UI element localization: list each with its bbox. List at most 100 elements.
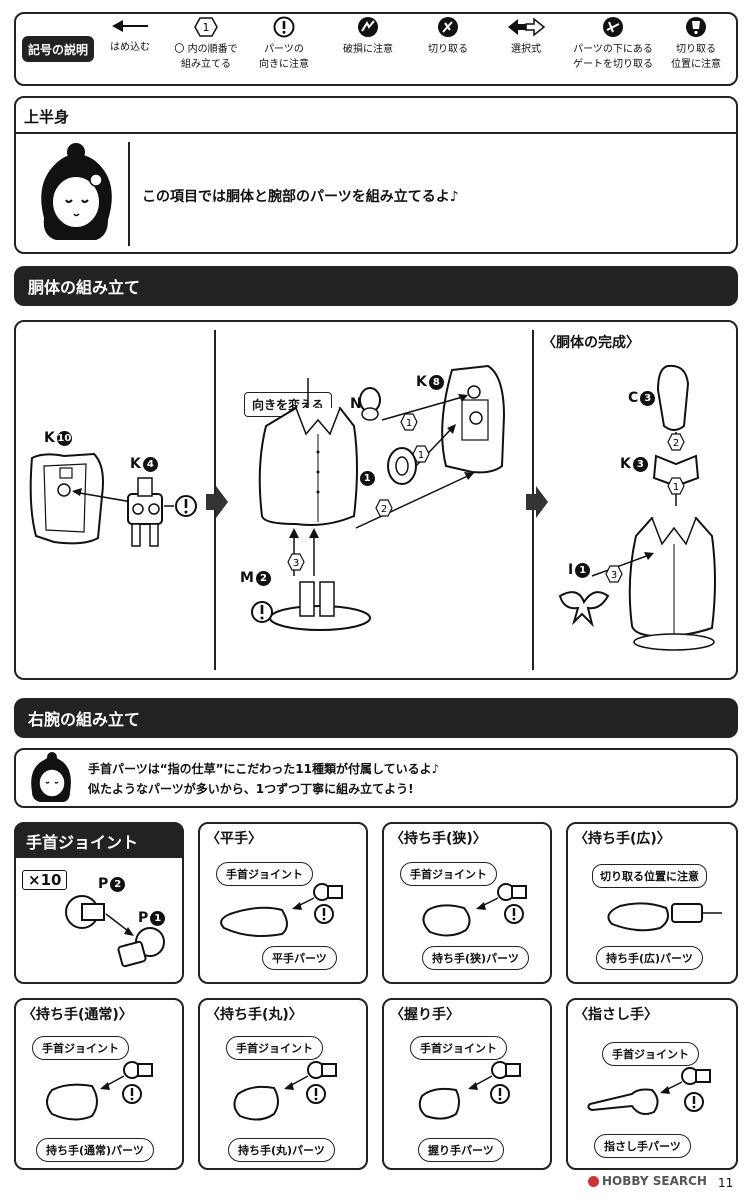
hex-number: 1 [203, 21, 210, 34]
grip-narrow-hand-drawing [422, 883, 527, 937]
hand-title: 〈持ち手(広)〉 [574, 831, 671, 847]
legend-item-order: 1 〇 内の順番で 組み立てる [166, 16, 246, 72]
part-label: 持ち手(広)パーツ [596, 946, 703, 970]
wrist-joint-title: 手首ジョイント [14, 822, 184, 858]
break-warning-icon [358, 17, 378, 37]
section-title: 上半身 [24, 108, 70, 126]
hand-card-pointing [566, 998, 738, 1170]
hand-card-fist [382, 998, 552, 1170]
gate-cut-icon [603, 17, 623, 37]
torso-back-part-drawing [29, 452, 197, 547]
hexagon-number-icon: 1 [194, 17, 218, 37]
hand-title: 〈平手〉 [206, 831, 262, 847]
hand-title: 〈指さし手〉 [574, 1007, 658, 1023]
step-number: 2 [673, 438, 679, 449]
legend-item-break: 破損に注意 [328, 16, 408, 57]
joint-label: 手首ジョイント [32, 1036, 129, 1060]
legend-label: 〇 内の順番で [174, 44, 238, 55]
completed-title: 〈胴体の完成〉 [542, 335, 640, 351]
fist-hand-drawing [418, 1061, 521, 1120]
torso-section-bar: 胴体の組み立て [14, 266, 738, 306]
joint-label: 手首ジョイント [410, 1036, 507, 1060]
joint-label: 手首ジョイント [216, 862, 313, 886]
grip-normal-hand-drawing [46, 1061, 153, 1121]
wrist-joint-drawing [65, 895, 165, 968]
step-number: 1 [418, 450, 424, 461]
joint-label: 手首ジョイント [400, 862, 497, 886]
legend-item-cut: 切り取る [408, 16, 488, 57]
divider [128, 142, 130, 246]
character-avatar [31, 752, 71, 802]
legend-label: 切り取る [428, 44, 468, 55]
grip-round-hand-drawing [233, 1061, 337, 1121]
part-label: 指さし手パーツ [594, 1134, 691, 1158]
double-arrow-icon [508, 17, 546, 37]
joint-label: 手首ジョイント [602, 1042, 699, 1066]
upper-body-panel [14, 96, 738, 254]
right-arm-section-bar: 右腕の組み立て [14, 698, 738, 738]
legend-label: はめ込む [110, 42, 150, 53]
legend-label: 組み立てる [181, 59, 231, 70]
arrow-right-icon [206, 486, 228, 518]
hand-card-grip-normal [14, 998, 184, 1170]
legend-label: 選択式 [511, 44, 541, 55]
legend-item-select: 選択式 [486, 16, 566, 57]
exclamation-circle-icon [273, 16, 295, 38]
step-number: 3 [293, 558, 299, 569]
step-number: 2 [381, 504, 387, 515]
hand-title: 〈持ち手(通常)〉 [22, 1007, 133, 1023]
flat-hand-drawing [220, 883, 343, 937]
pointing-hand-drawing [587, 1067, 711, 1115]
note-line: 似たようなパーツが多いから、1つずつ丁寧に組み立てよう! [88, 782, 414, 796]
arrow-right-icon [526, 486, 548, 518]
legend-label: 向きに注意 [259, 59, 309, 70]
hand-card-grip-round [198, 998, 368, 1170]
part-label: 持ち手(通常)パーツ [36, 1138, 154, 1162]
quantity-badge: ×10 [22, 870, 68, 890]
torso-assembly-drawing: 3 1 1 2 [251, 364, 506, 631]
grip-wide-hand-drawing [607, 902, 722, 932]
legend-label: 破損に注意 [343, 44, 393, 55]
page-number: 11 [718, 1176, 734, 1190]
symbol-legend [14, 12, 738, 86]
legend-label: ゲートを切り取る [573, 59, 653, 70]
legend-item-direction: パーツの 向きに注意 [244, 16, 324, 72]
torso-panel [14, 320, 738, 680]
part-label: 持ち手(狭)パーツ [422, 946, 529, 970]
joint-label: 手首ジョイント [226, 1036, 323, 1060]
legend-label: パーツの [264, 44, 304, 55]
cut-position-callout: 切り取る位置に注意 [592, 864, 707, 888]
legend-label: 位置に注意 [671, 59, 721, 70]
step-number: 1 [673, 482, 679, 493]
step-number: 3 [611, 570, 617, 581]
part-label: 平手パーツ [262, 946, 337, 970]
character-avatar [41, 143, 112, 240]
legend-item-cut-position: 切り取る 位置に注意 [656, 16, 736, 72]
legend-label: パーツの下にある [573, 44, 653, 55]
hand-card-grip-wide [566, 822, 738, 984]
part-label: 持ち手(丸)パーツ [228, 1138, 335, 1162]
hand-card-grip-narrow [382, 822, 552, 984]
legend-item-gate: パーツの下にある ゲートを切り取る [568, 16, 658, 72]
hand-title: 〈持ち手(狭)〉 [390, 831, 487, 847]
section-title: 右腕の組み立て [28, 710, 141, 729]
cut-position-icon [686, 17, 706, 37]
hand-card-flat [198, 822, 368, 984]
intro-text: この項目では胴体と腕部のパーツを組み立てるよ♪ [142, 189, 459, 205]
hand-title: 〈持ち手(丸)〉 [206, 1007, 303, 1023]
part-label: 握り手パーツ [418, 1138, 504, 1162]
divider [14, 132, 738, 134]
watermark-logo: HOBBY SEARCH [588, 1174, 707, 1188]
note-line: 手首パーツは“指の仕草”にこだわった11種類が付属しているよ♪ [88, 762, 440, 776]
right-arm-note-panel [14, 748, 738, 808]
hand-title: 〈握り手〉 [390, 1007, 460, 1023]
legend-item-insert: はめ込む [90, 16, 170, 55]
